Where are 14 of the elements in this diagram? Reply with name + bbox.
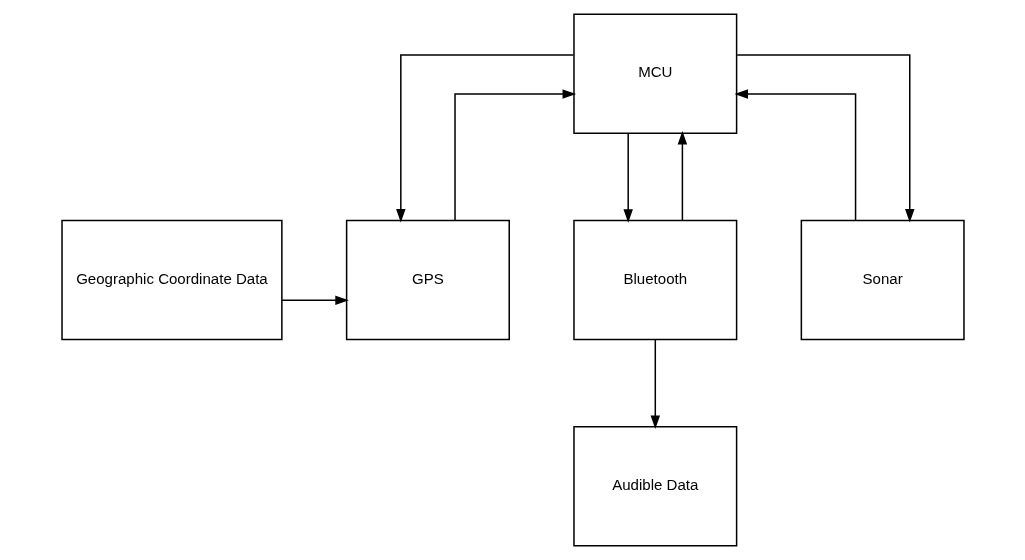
- node-box: Sonar: [800, 219, 965, 341]
- arrow: [677, 130, 687, 222]
- node-box: GPS: [345, 219, 510, 341]
- arrow: [733, 89, 856, 221]
- arrow: [735, 54, 915, 223]
- node-box: MCU: [572, 13, 737, 134]
- arrow: [650, 338, 660, 430]
- node-box: Bluetooth: [572, 219, 737, 341]
- arrow: [622, 132, 633, 223]
- node-box: Geographic Coordinate Data: [60, 219, 283, 341]
- node-box: Audible Data: [572, 426, 737, 547]
- arrow: [453, 89, 576, 221]
- arrow: [395, 54, 574, 223]
- arrow: [280, 295, 349, 306]
